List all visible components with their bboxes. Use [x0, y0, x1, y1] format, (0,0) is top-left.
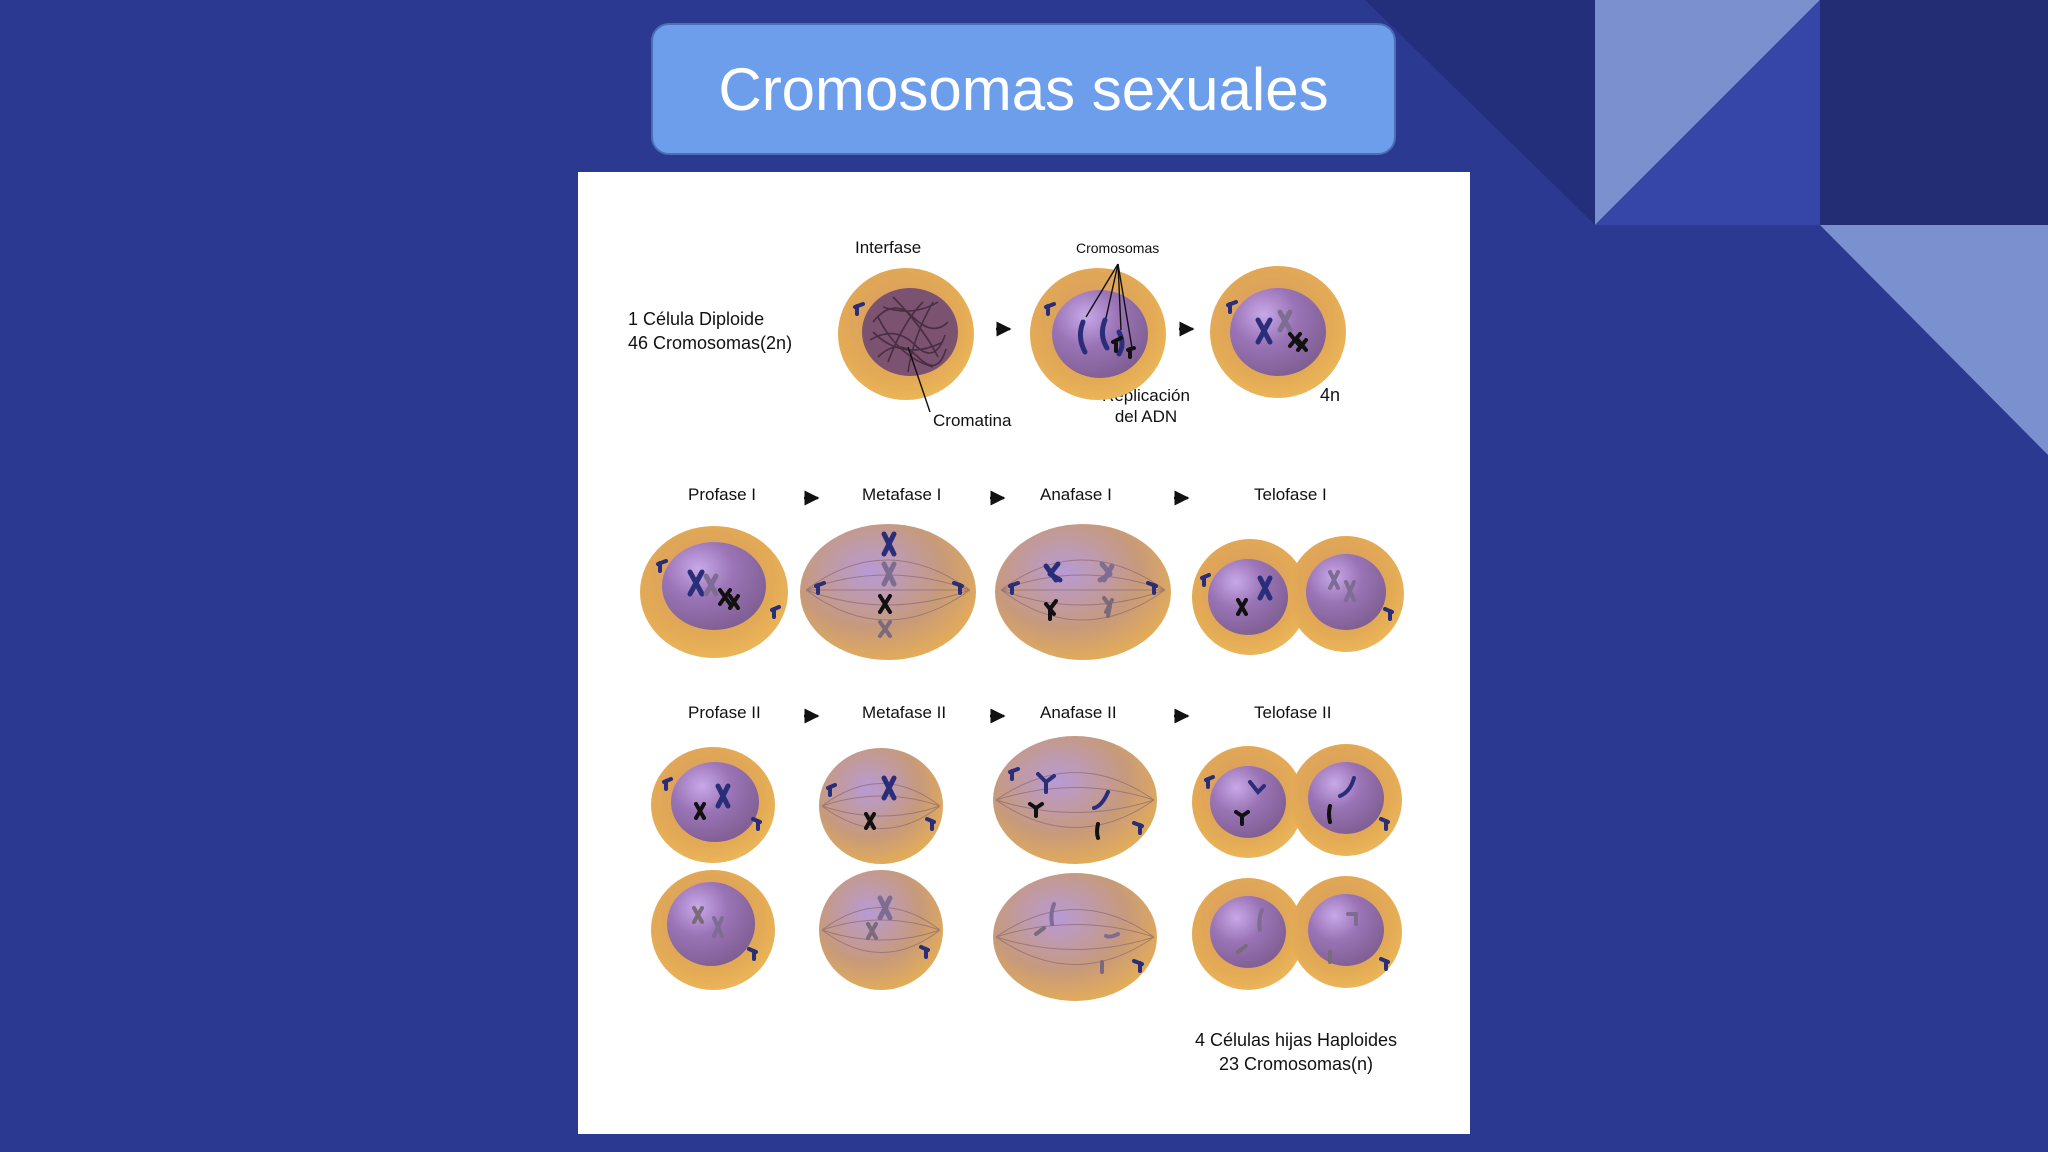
label-telofase-2: Telofase II	[1254, 703, 1332, 722]
prophase-2-cells	[651, 747, 775, 990]
label-metafase-1: Metafase I	[862, 485, 941, 504]
anaphase-1-cell	[995, 524, 1171, 660]
metaphase-2-cells	[819, 748, 943, 990]
slide-title: Cromosomas sexuales	[718, 55, 1329, 123]
label-diploid-line1: 1 Célula Diploide	[628, 309, 764, 329]
label-diploid-line2: 46 Cromosomas(2n)	[628, 333, 792, 353]
meiosis-diagram: 1 Célula Diploide 46 Cromosomas(2n) Inte…	[628, 238, 1404, 1074]
label-cromosomas: Cromosomas	[1076, 240, 1159, 256]
telophase-2-cells	[1192, 744, 1402, 990]
replicating-cell	[1030, 263, 1166, 400]
meiosis-diagram-panel: 1 Célula Diploide 46 Cromosomas(2n) Inte…	[578, 172, 1470, 1134]
metaphase-1-cell	[800, 524, 976, 660]
telophase-1-cells	[1192, 536, 1404, 655]
label-4n: 4n	[1320, 385, 1340, 405]
label-profase-2: Profase II	[688, 703, 761, 722]
prophase-1-cell	[640, 526, 788, 658]
label-result-line2: 23 Cromosomas(n)	[1219, 1054, 1373, 1074]
label-anafase-2: Anafase II	[1040, 703, 1117, 722]
label-replicacion-line2: del ADN	[1115, 407, 1177, 426]
label-interfase: Interfase	[855, 238, 921, 257]
label-profase-1: Profase I	[688, 485, 756, 504]
label-result-line1: 4 Células hijas Haploides	[1195, 1030, 1397, 1050]
label-telofase-1: Telofase I	[1254, 485, 1327, 504]
interphase-cell	[838, 268, 974, 413]
anaphase-2-cells	[993, 736, 1157, 1001]
label-anafase-1: Anafase I	[1040, 485, 1112, 504]
label-cromatina: Cromatina	[933, 411, 1012, 430]
title-box: Cromosomas sexuales	[651, 23, 1396, 155]
4n-cell	[1210, 266, 1346, 398]
label-metafase-2: Metafase II	[862, 703, 946, 722]
